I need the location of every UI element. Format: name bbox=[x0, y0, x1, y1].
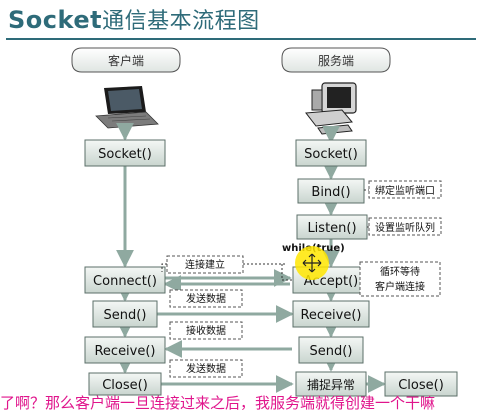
server-socket-box: Socket() bbox=[295, 139, 367, 167]
client-connect-label: Connect() bbox=[93, 274, 157, 289]
server-receive-box: Receive() bbox=[292, 300, 370, 328]
client-socket-label: Socket() bbox=[98, 147, 152, 162]
server-close-label: Close() bbox=[398, 378, 444, 393]
server-listen-box: Listen() bbox=[296, 214, 368, 240]
client-close-box: Close() bbox=[88, 372, 162, 396]
page-title: Socket通信基本流程图 bbox=[8, 3, 260, 35]
client-receive-box: Receive() bbox=[84, 336, 166, 364]
note-connect-text: 连接建立 bbox=[185, 258, 225, 271]
server-catch-exception-box: 捕捉异常 bbox=[295, 371, 367, 397]
client-close-label: Close() bbox=[102, 378, 148, 393]
note-send2: 发送数据 bbox=[169, 359, 243, 378]
client-label: 客户端 bbox=[108, 53, 144, 68]
title-rest: 通信基本流程图 bbox=[102, 9, 260, 34]
desktop-computer-icon bbox=[305, 82, 357, 135]
title-bar: Socket通信基本流程图 bbox=[0, 0, 483, 40]
note-accept-line2: 客户端连接 bbox=[375, 280, 425, 293]
server-listen-label: Listen() bbox=[307, 221, 356, 236]
server-close-box: Close() bbox=[384, 371, 458, 397]
note-send: 发送数据 bbox=[169, 289, 243, 308]
server-send-label: Send() bbox=[310, 344, 353, 359]
video-subtitle: 了啊？那么客户端一旦连接过来之后，我服务端就得创建一个干嘛 bbox=[0, 392, 483, 413]
server-bind-box: Bind() bbox=[297, 178, 365, 204]
server-header: 服务端 bbox=[281, 47, 391, 73]
server-receive-label: Receive() bbox=[300, 308, 361, 323]
note-connect: 连接建立 bbox=[161, 255, 285, 274]
note-accept: 循环等待 客户端连接 bbox=[359, 261, 441, 297]
server-bind-label: Bind() bbox=[311, 185, 350, 200]
note-listen: 设置监听队列 bbox=[367, 217, 442, 236]
server-socket-label: Socket() bbox=[304, 147, 358, 162]
note-accept-line1: 循环等待 bbox=[380, 265, 420, 278]
laptop-icon bbox=[95, 86, 159, 129]
server-catch-exception-label: 捕捉异常 bbox=[307, 377, 355, 392]
client-connect-box: Connect() bbox=[84, 266, 166, 294]
cursor-highlight bbox=[295, 246, 329, 280]
note-bind: 绑定监听端口 bbox=[364, 180, 442, 199]
note-bind-text: 绑定监听端口 bbox=[375, 184, 435, 197]
client-send-box: Send() bbox=[92, 300, 158, 328]
title-bold: Socket bbox=[8, 6, 103, 34]
note-send-text: 发送数据 bbox=[186, 292, 226, 305]
server-label: 服务端 bbox=[318, 53, 354, 68]
client-receive-label: Receive() bbox=[94, 344, 155, 359]
title-underline bbox=[6, 38, 476, 40]
note-listen-text: 设置监听队列 bbox=[375, 221, 435, 234]
client-send-label: Send() bbox=[104, 308, 147, 323]
note-send2-text: 发送数据 bbox=[186, 362, 226, 375]
note-recv: 接收数据 bbox=[169, 321, 243, 340]
client-socket-box: Socket() bbox=[84, 139, 166, 167]
server-send-box: Send() bbox=[298, 336, 364, 364]
note-recv-text: 接收数据 bbox=[186, 324, 226, 337]
client-header: 客户端 bbox=[71, 47, 181, 73]
subtitle-text: 了啊？那么客户端一旦连接过来之后，我服务端就得创建一个干嘛 bbox=[0, 394, 436, 412]
